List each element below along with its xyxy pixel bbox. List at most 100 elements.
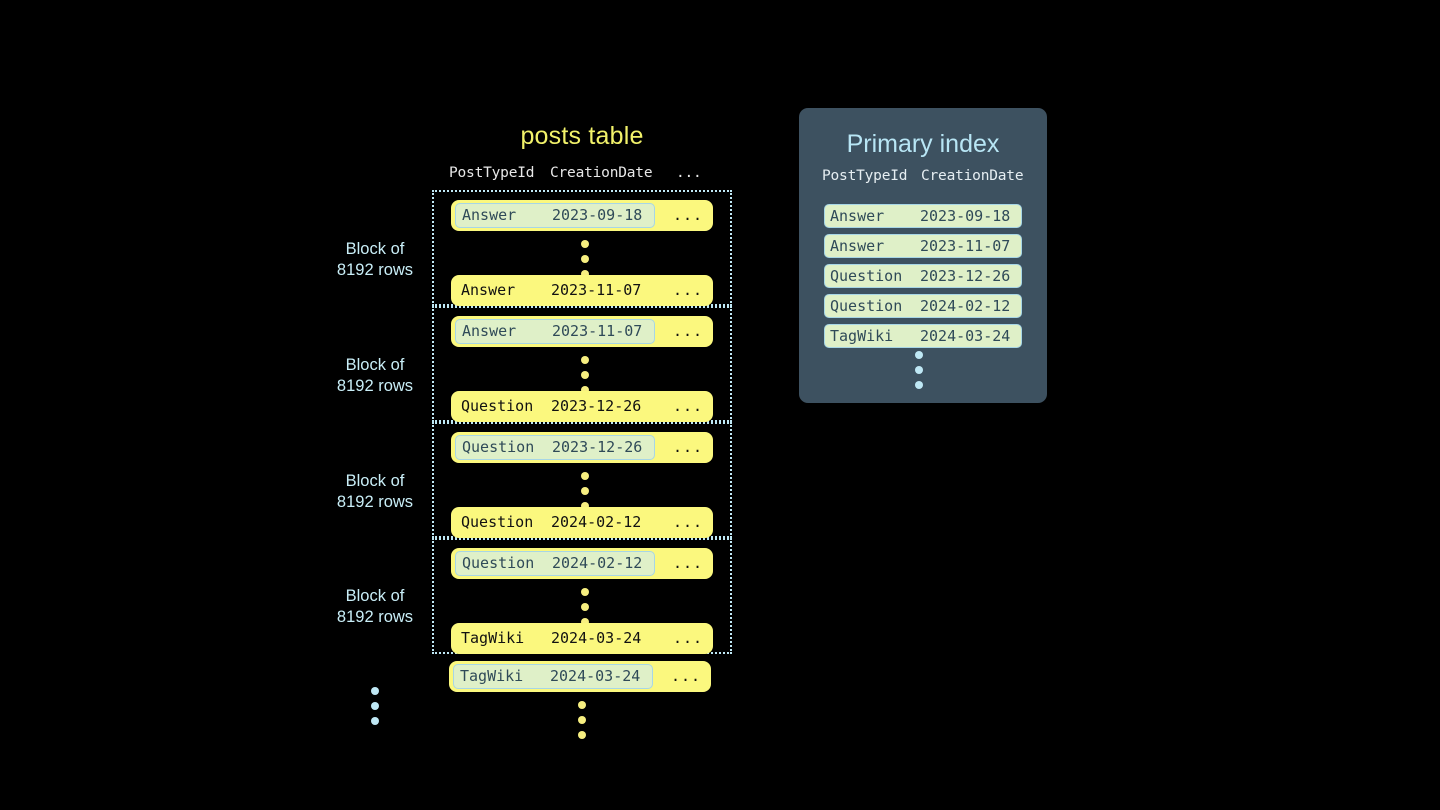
table-row: Answer 2023-11-07 ... xyxy=(451,275,713,306)
row-chip: Answer 2023-09-18 xyxy=(455,203,655,228)
block-4: Question 2024-02-12 ... TagWiki 2024-03-… xyxy=(432,538,732,654)
cell-posttypeid: TagWiki xyxy=(460,667,524,685)
cell-creationdate: 2023-12-26 xyxy=(920,267,1011,285)
posts-table-title: posts table xyxy=(520,122,644,150)
cell-more: ... xyxy=(673,629,704,647)
dot xyxy=(581,371,589,379)
row-ellipsis-dots xyxy=(581,472,590,517)
dot xyxy=(581,270,589,278)
index-row: Answer 2023-11-07 xyxy=(824,234,1022,258)
row-chip: Question 2023-12-26 xyxy=(455,435,655,460)
block-label-line1: Block of xyxy=(345,587,405,605)
primary-index-column-headers: PostTypeId CreationDate xyxy=(799,168,1047,190)
table-continuation-dots xyxy=(578,701,587,746)
cell-more: ... xyxy=(673,554,704,572)
row-chip: Question 2023-12-26 xyxy=(455,394,655,419)
cell-more: ... xyxy=(673,438,704,456)
column-header-posttypeid: PostTypeId xyxy=(449,165,535,181)
cell-creationdate: 2023-11-07 xyxy=(551,281,642,299)
cell-creationdate: 2023-09-18 xyxy=(920,207,1011,225)
cell-posttypeid: Answer xyxy=(830,237,885,255)
cell-creationdate: 2023-12-26 xyxy=(551,397,642,415)
dot xyxy=(371,702,379,710)
cell-creationdate: 2024-03-24 xyxy=(920,327,1011,345)
row-chip: TagWiki 2024-03-24 xyxy=(453,664,653,689)
cell-creationdate: 2023-09-18 xyxy=(552,206,643,224)
cell-more: ... xyxy=(673,322,704,340)
table-row: Answer 2023-11-07 ... xyxy=(451,316,713,347)
block-label-line2: 8192 rows xyxy=(336,608,414,626)
block-label-line1: Block of xyxy=(345,472,405,490)
block-label-2: Block of 8192 rows xyxy=(310,355,440,397)
dot xyxy=(581,255,589,263)
cell-creationdate: 2024-02-12 xyxy=(551,513,642,531)
index-continuation-dots xyxy=(915,351,924,396)
dot xyxy=(915,351,923,359)
row-chip: Question 2024-02-12 xyxy=(455,551,655,576)
table-row: TagWiki 2024-03-24 ... xyxy=(451,623,713,654)
column-header-creationdate: CreationDate xyxy=(921,168,1024,184)
block-label-line2: 8192 rows xyxy=(336,493,414,511)
cell-creationdate: 2023-11-07 xyxy=(552,322,643,340)
dot xyxy=(578,731,586,739)
cell-more: ... xyxy=(673,513,704,531)
dot xyxy=(581,472,589,480)
primary-index-title: Primary index xyxy=(846,130,1000,158)
cell-posttypeid: Question xyxy=(461,513,534,531)
block-label-line2: 8192 rows xyxy=(336,377,414,395)
column-header-posttypeid: PostTypeId xyxy=(822,168,908,184)
cell-creationdate: 2024-02-12 xyxy=(552,554,643,572)
cell-more: ... xyxy=(673,206,704,224)
cell-posttypeid: Answer xyxy=(462,322,517,340)
cell-posttypeid: Answer xyxy=(830,207,885,225)
dot xyxy=(581,588,589,596)
posts-table-column-headers: PostTypeId CreationDate ... xyxy=(432,165,732,187)
dot xyxy=(915,381,923,389)
block-2: Answer 2023-11-07 ... Question 2023-12-2… xyxy=(432,306,732,422)
block-label-line2: 8192 rows xyxy=(336,261,414,279)
table-row: Question 2023-12-26 ... xyxy=(451,391,713,422)
row-chip: Answer 2023-11-07 xyxy=(455,319,655,344)
block-label-4: Block of 8192 rows xyxy=(310,586,440,628)
cell-posttypeid: Answer xyxy=(461,281,516,299)
dot xyxy=(371,687,379,695)
table-row: Question 2023-12-26 ... xyxy=(451,432,713,463)
cell-more: ... xyxy=(673,397,704,415)
cell-posttypeid: Question xyxy=(462,438,535,456)
dot xyxy=(581,603,589,611)
index-row: Question 2024-02-12 xyxy=(824,294,1022,318)
row-ellipsis-dots xyxy=(581,588,590,633)
cell-more: ... xyxy=(671,667,702,685)
cell-more: ... xyxy=(673,281,704,299)
table-row-trailing: TagWiki 2024-03-24 ... xyxy=(449,661,711,692)
cell-posttypeid: Question xyxy=(461,397,534,415)
dot xyxy=(578,701,586,709)
table-row: Question 2024-02-12 ... xyxy=(451,507,713,538)
cell-posttypeid: Answer xyxy=(462,206,517,224)
column-header-more: ... xyxy=(676,165,702,181)
dot xyxy=(581,386,589,394)
index-row: Answer 2023-09-18 xyxy=(824,204,1022,228)
row-chip: TagWiki 2024-03-24 xyxy=(455,626,655,651)
table-row: Question 2024-02-12 ... xyxy=(451,548,713,579)
cell-creationdate: 2024-03-24 xyxy=(550,667,641,685)
cell-posttypeid: Question xyxy=(830,267,903,285)
primary-index-panel: Primary index PostTypeId CreationDate An… xyxy=(799,108,1047,403)
row-ellipsis-dots xyxy=(581,356,590,401)
cell-creationdate: 2023-12-26 xyxy=(552,438,643,456)
column-header-creationdate: CreationDate xyxy=(550,165,653,181)
dot xyxy=(371,717,379,725)
cell-creationdate: 2024-02-12 xyxy=(920,297,1011,315)
cell-posttypeid: Question xyxy=(830,297,903,315)
row-chip: Question 2024-02-12 xyxy=(455,510,655,535)
block-label-line1: Block of xyxy=(345,356,405,374)
block-label-line1: Block of xyxy=(345,240,405,258)
cell-posttypeid: TagWiki xyxy=(461,629,525,647)
block-label-1: Block of 8192 rows xyxy=(310,239,440,281)
dot xyxy=(581,487,589,495)
cell-creationdate: 2024-03-24 xyxy=(551,629,642,647)
dot xyxy=(581,356,589,364)
index-row: TagWiki 2024-03-24 xyxy=(824,324,1022,348)
block-1: Answer 2023-09-18 ... Answer 2023-11-07 … xyxy=(432,190,732,306)
